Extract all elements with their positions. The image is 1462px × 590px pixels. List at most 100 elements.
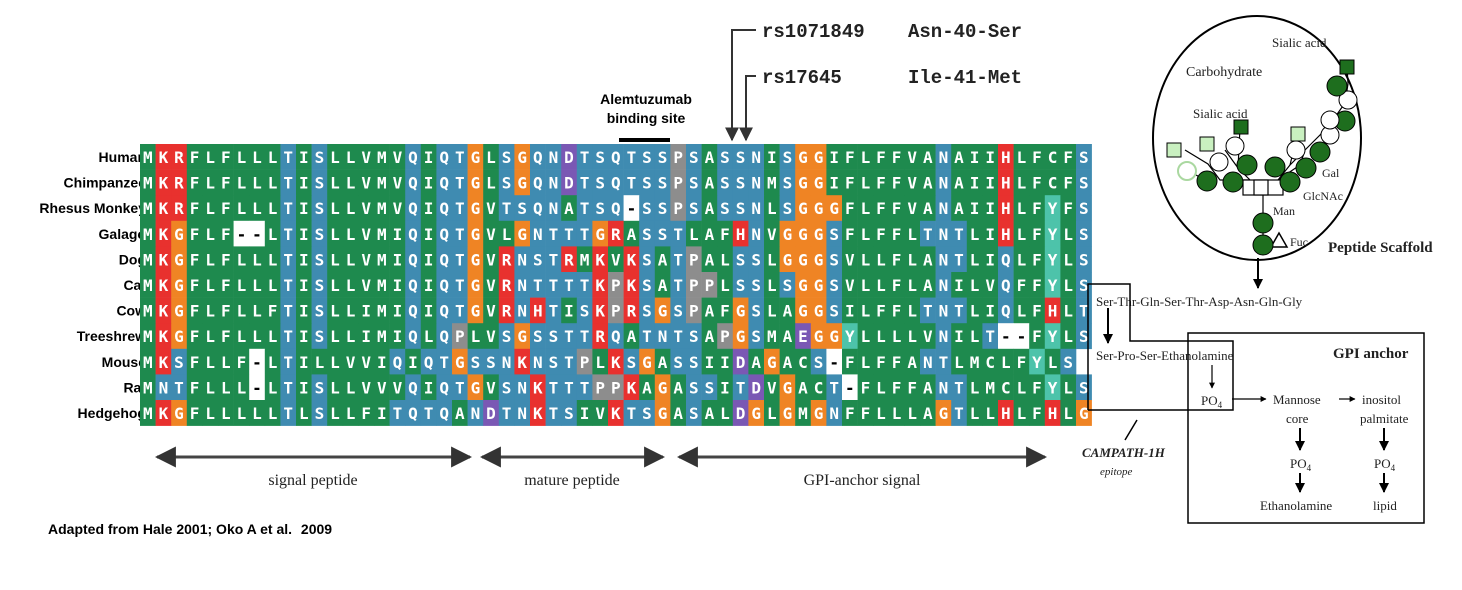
residue-cell: [171, 220, 188, 247]
residue-cell: [873, 169, 890, 196]
residue-cell: [202, 220, 219, 247]
residue-cell: [186, 348, 203, 375]
residue-letter: I: [299, 225, 309, 244]
residue-letter: G: [471, 199, 481, 218]
residue-letter: L: [1048, 353, 1058, 372]
residue-letter: F: [845, 199, 855, 218]
residue-letter: L: [205, 276, 215, 295]
residue-letter: F: [845, 353, 855, 372]
residue-letter: N: [939, 302, 949, 321]
residue-letter: T: [549, 404, 559, 423]
residue-cell: [140, 246, 156, 273]
glycan-schematic: Sialic acid Carbohydrate Sialic acid Gal…: [1152, 15, 1433, 289]
residue-cell: [732, 374, 749, 401]
residue-letter: K: [533, 378, 543, 397]
residue-cell: [296, 169, 312, 196]
residue-letter: L: [907, 225, 917, 244]
residue-cell: [374, 144, 390, 170]
residue-cell: [810, 272, 827, 298]
residue-cell: [873, 195, 890, 222]
residue-letter: F: [876, 302, 886, 321]
gal-icon: [1279, 171, 1301, 193]
residue-letter: S: [751, 276, 761, 295]
residue-cell: [639, 144, 656, 170]
residue-letter: M: [143, 148, 153, 167]
residue-letter: L: [268, 250, 278, 269]
residue-cell: [1076, 220, 1092, 247]
residue-cell: [405, 374, 422, 401]
residue-cell: [935, 169, 952, 196]
residue-letter: M: [377, 302, 387, 321]
residue-cell: [701, 323, 718, 350]
residue-letter: F: [1032, 276, 1042, 295]
residue-letter: L: [1001, 353, 1011, 372]
residue-cell: [670, 297, 687, 324]
residue-cell: [1044, 195, 1061, 222]
residue-letter: A: [783, 353, 793, 372]
residue-letter: L: [970, 378, 980, 397]
residue-cell: [233, 220, 250, 247]
residue-letter: Q: [439, 302, 449, 321]
residue-letter: L: [205, 174, 215, 193]
residue-cell: [998, 220, 1014, 247]
residue-letter: A: [798, 378, 808, 397]
residue-cell: [467, 323, 484, 350]
residue-letter: L: [237, 174, 247, 193]
residue-letter: M: [377, 148, 387, 167]
residue-letter: L: [330, 250, 340, 269]
residue-cell: [608, 246, 624, 273]
residue-cell: [1076, 169, 1092, 196]
residue-cell: [233, 374, 250, 401]
residue-letter: A: [455, 404, 465, 423]
residue-letter: L: [767, 250, 777, 269]
residue-letter: I: [393, 302, 403, 321]
residue-letter: G: [471, 250, 481, 269]
residue-cell: [701, 374, 718, 401]
residue-letter: V: [486, 276, 496, 295]
residue-cell: [264, 374, 281, 401]
residue-cell: [264, 144, 281, 170]
residue-letter: F: [845, 148, 855, 167]
residue-letter: L: [767, 302, 777, 321]
residue-cell: [358, 400, 375, 426]
residue-letter: L: [892, 404, 902, 423]
binding-site-annotation: Alemtuzumab binding site: [600, 91, 692, 142]
residue-letter: K: [595, 276, 605, 295]
residue-letter: I: [408, 353, 418, 372]
residue-letter: S: [642, 199, 652, 218]
residue-cell: [140, 348, 156, 375]
residue-letter: L: [486, 148, 496, 167]
residue-letter: L: [252, 199, 262, 218]
residue-letter: L: [205, 225, 215, 244]
residue-letter: Q: [611, 327, 621, 346]
residue-cell: [483, 374, 500, 401]
residue-cell: [405, 400, 422, 426]
residue-letter: Q: [408, 276, 418, 295]
residue-cell: [140, 144, 156, 170]
residue-letter: M: [143, 225, 153, 244]
residue-cell: [155, 246, 172, 273]
residue-cell: [311, 144, 328, 170]
residue-cell: [686, 195, 702, 222]
residue-letter: N: [658, 327, 668, 346]
residue-cell: [888, 323, 905, 350]
residue-cell: [296, 220, 312, 247]
residue-letter: I: [299, 199, 309, 218]
residue-cell: [670, 246, 687, 273]
residue-letter: S: [595, 199, 605, 218]
residue-cell: [966, 169, 983, 196]
residue-cell: [249, 348, 266, 375]
snp-annotations: rs1071849 Asn-40-Ser rs17645 Ile-41-Met: [725, 21, 1022, 142]
residue-cell: [701, 144, 718, 170]
residue-cell: [264, 297, 281, 324]
residue-letter: V: [361, 378, 371, 397]
residue-cell: [639, 246, 656, 273]
residue-cell: [264, 272, 281, 298]
residue-cell: [592, 220, 609, 247]
residue-cell: [966, 297, 983, 324]
residue-letter: H: [1048, 302, 1058, 321]
residue-cell: [888, 272, 905, 298]
residue-letter: I: [985, 199, 995, 218]
residue-letter: A: [705, 199, 715, 218]
residue-cell: [998, 246, 1014, 273]
